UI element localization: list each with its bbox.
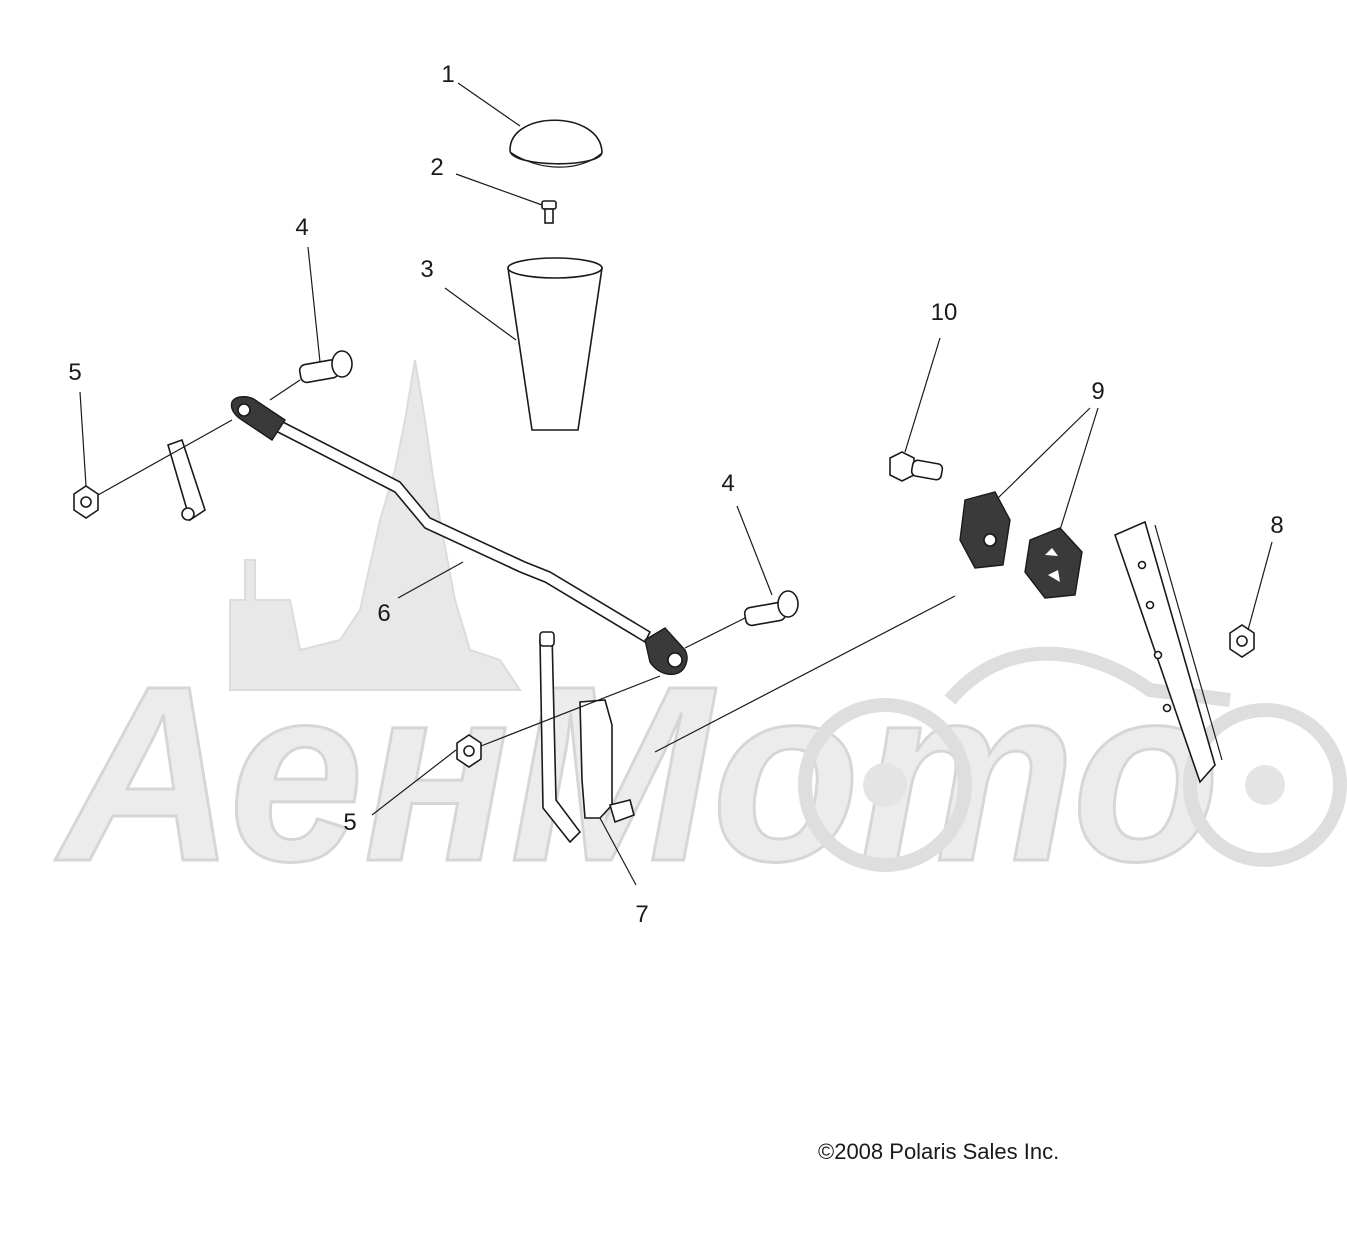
part-pin-upper — [298, 350, 353, 384]
part-lever-arm — [167, 438, 206, 522]
callout-10: 10 — [931, 299, 958, 326]
watermark-text: АенМото — [54, 634, 1220, 913]
watermark-wheel-rear — [1183, 703, 1347, 867]
callout-1: 1 — [441, 61, 454, 88]
callout-6: 6 — [377, 600, 390, 627]
part-bushing-lower — [1024, 527, 1083, 599]
leader-lines — [79, 82, 1273, 886]
part-knob-cap — [509, 119, 603, 168]
copyright-text: ©2008 Polaris Sales Inc. — [818, 1139, 1059, 1164]
part-nut-lower — [456, 734, 482, 768]
part-nut-right — [1229, 624, 1255, 658]
callout-9: 9 — [1091, 378, 1104, 405]
watermark: АенМото — [53, 359, 1347, 915]
watermark-skyline — [229, 359, 522, 691]
callout-8: 8 — [1270, 512, 1283, 539]
callout-5-left: 5 — [68, 359, 81, 386]
callout-3: 3 — [420, 256, 433, 283]
part-nut-left — [73, 485, 99, 519]
part-pin-lower — [743, 590, 799, 627]
callouts: 1 2 3 4 4 5 5 6 7 8 9 10 — [68, 61, 1283, 928]
part-bracket — [1114, 520, 1223, 784]
part-screw — [541, 200, 557, 224]
callout-7: 7 — [635, 901, 648, 928]
callout-4-upper: 4 — [295, 214, 308, 241]
part-shift-lever — [539, 631, 635, 844]
part-shift-knob — [507, 257, 603, 431]
callout-5-lower: 5 — [343, 809, 356, 836]
part-bolt — [889, 451, 944, 482]
callout-2: 2 — [430, 154, 443, 181]
callout-4-lower: 4 — [721, 470, 734, 497]
part-bushing-upper — [959, 491, 1011, 569]
watermark-wheel-front — [798, 698, 972, 872]
part-shift-rod — [230, 396, 688, 676]
